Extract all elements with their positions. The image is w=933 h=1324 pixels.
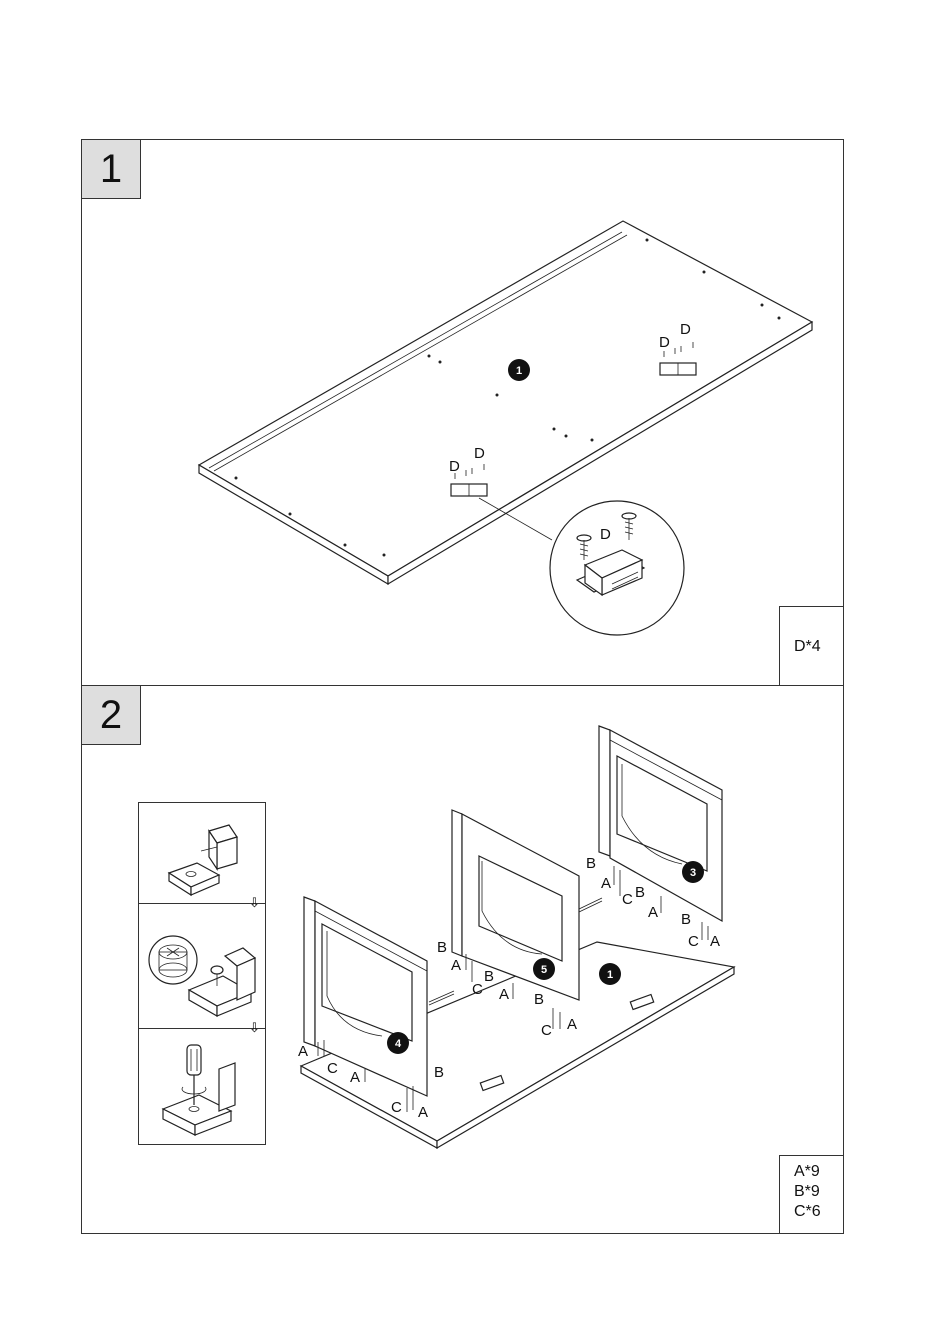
hardware-label-a: A (350, 1069, 360, 1086)
hardware-count: B*9 (794, 1182, 843, 1202)
hardware-label-a: A (710, 933, 720, 950)
hardware-label-b: B (635, 884, 645, 901)
hardware-label-b: B (681, 911, 691, 928)
part-badge-1: 1 (508, 359, 530, 381)
part-badge-1: 1 (599, 963, 621, 985)
hardware-count-box: D*4 (779, 606, 843, 685)
svg-text:3: 3 (690, 867, 696, 879)
hardware-label-b: B (437, 939, 447, 956)
svg-text:1: 1 (607, 969, 613, 981)
hardware-count-box: A*9 B*9 C*6 (779, 1155, 843, 1233)
step-2-panel: 2 (81, 685, 844, 1234)
hardware-label-a: A (499, 986, 509, 1003)
middle-panel-part-5 (452, 810, 579, 1000)
hardware-label-a: A (298, 1043, 308, 1060)
hardware-label-c: C (327, 1060, 338, 1077)
hardware-label-a: A (418, 1104, 428, 1121)
panel-part-1 (199, 221, 812, 584)
hardware-label-d: D (680, 321, 691, 338)
part-badge-4: 4 (387, 1032, 409, 1054)
hardware-label-d: D (659, 334, 670, 351)
part-badge-3: 3 (682, 861, 704, 883)
hardware-label-a: A (451, 957, 461, 974)
hardware-label-a: A (567, 1016, 577, 1033)
svg-text:4: 4 (395, 1038, 402, 1050)
hardware-count: C*6 (794, 1202, 843, 1222)
hardware-label-c: C (688, 933, 699, 950)
hardware-label-b: B (484, 968, 494, 985)
svg-text:5: 5 (541, 964, 547, 976)
hardware-label-b: B (434, 1064, 444, 1081)
svg-text:1: 1 (516, 365, 522, 377)
hardware-label-d: D (474, 445, 485, 462)
hardware-label-d: D (449, 458, 460, 475)
side-panel-part-3 (599, 726, 722, 921)
hardware-count: A*9 (794, 1162, 843, 1182)
hardware-label-c: C (622, 891, 633, 908)
hardware-label-b: B (534, 991, 544, 1008)
part-badge-5: 5 (533, 958, 555, 980)
step-1-illustration: 1 D D D D (82, 140, 845, 687)
hardware-label-a: A (601, 875, 611, 892)
hardware-label-d: D (600, 526, 611, 543)
step-2-illustration: 3 5 1 4 B A C B A B C A B A C B A B C A … (82, 686, 845, 1235)
hardware-count: D*4 (794, 637, 843, 657)
hardware-label-b: B (586, 855, 596, 872)
hardware-label-c: C (472, 981, 483, 998)
detail-callout: D (479, 498, 684, 635)
step-1-panel: 1 1 (81, 139, 844, 686)
hardware-label-c: C (541, 1022, 552, 1039)
hardware-label-a: A (648, 904, 658, 921)
hardware-label-c: C (391, 1099, 402, 1116)
